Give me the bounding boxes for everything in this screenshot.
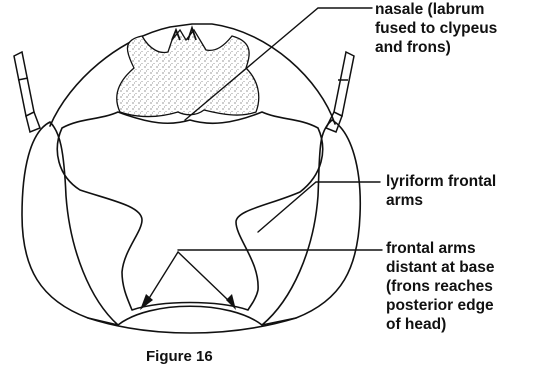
label-nasale-line: fused to clypeus [375, 19, 497, 38]
left-antenna [14, 52, 40, 132]
right-antenna [326, 52, 354, 132]
figure-caption: Figure 16 [146, 348, 213, 365]
label-frontal-arms-line: frontal arms [386, 239, 495, 258]
occipital-arc [118, 306, 262, 325]
label-nasale-line: nasale (labrum [375, 0, 497, 19]
label-lyriform-line: arms [386, 191, 496, 210]
arrow-right-shaft [178, 252, 228, 300]
label-frontal-arms-line: of head) [386, 315, 495, 334]
left-head-lobe [22, 122, 118, 325]
right-head-lobe [262, 120, 360, 325]
arrow-left-shaft [148, 252, 178, 300]
label-frontal-arms: frontal arms distant at base (frons reac… [386, 239, 495, 334]
label-lyriform-line: lyriform frontal [386, 172, 496, 191]
arrow-right-head [226, 294, 236, 310]
label-lyriform: lyriform frontal arms [386, 172, 496, 210]
label-frontal-arms-line: (frons reaches [386, 277, 495, 296]
label-nasale-line: and frons) [375, 38, 497, 57]
posterior-edge [88, 318, 296, 333]
label-frontal-arms-line: posterior edge [386, 296, 495, 315]
label-frontal-arms-line: distant at base [386, 258, 495, 277]
nasale-region [117, 30, 259, 117]
label-nasale: nasale (labrum fused to clypeus and fron… [375, 0, 497, 57]
